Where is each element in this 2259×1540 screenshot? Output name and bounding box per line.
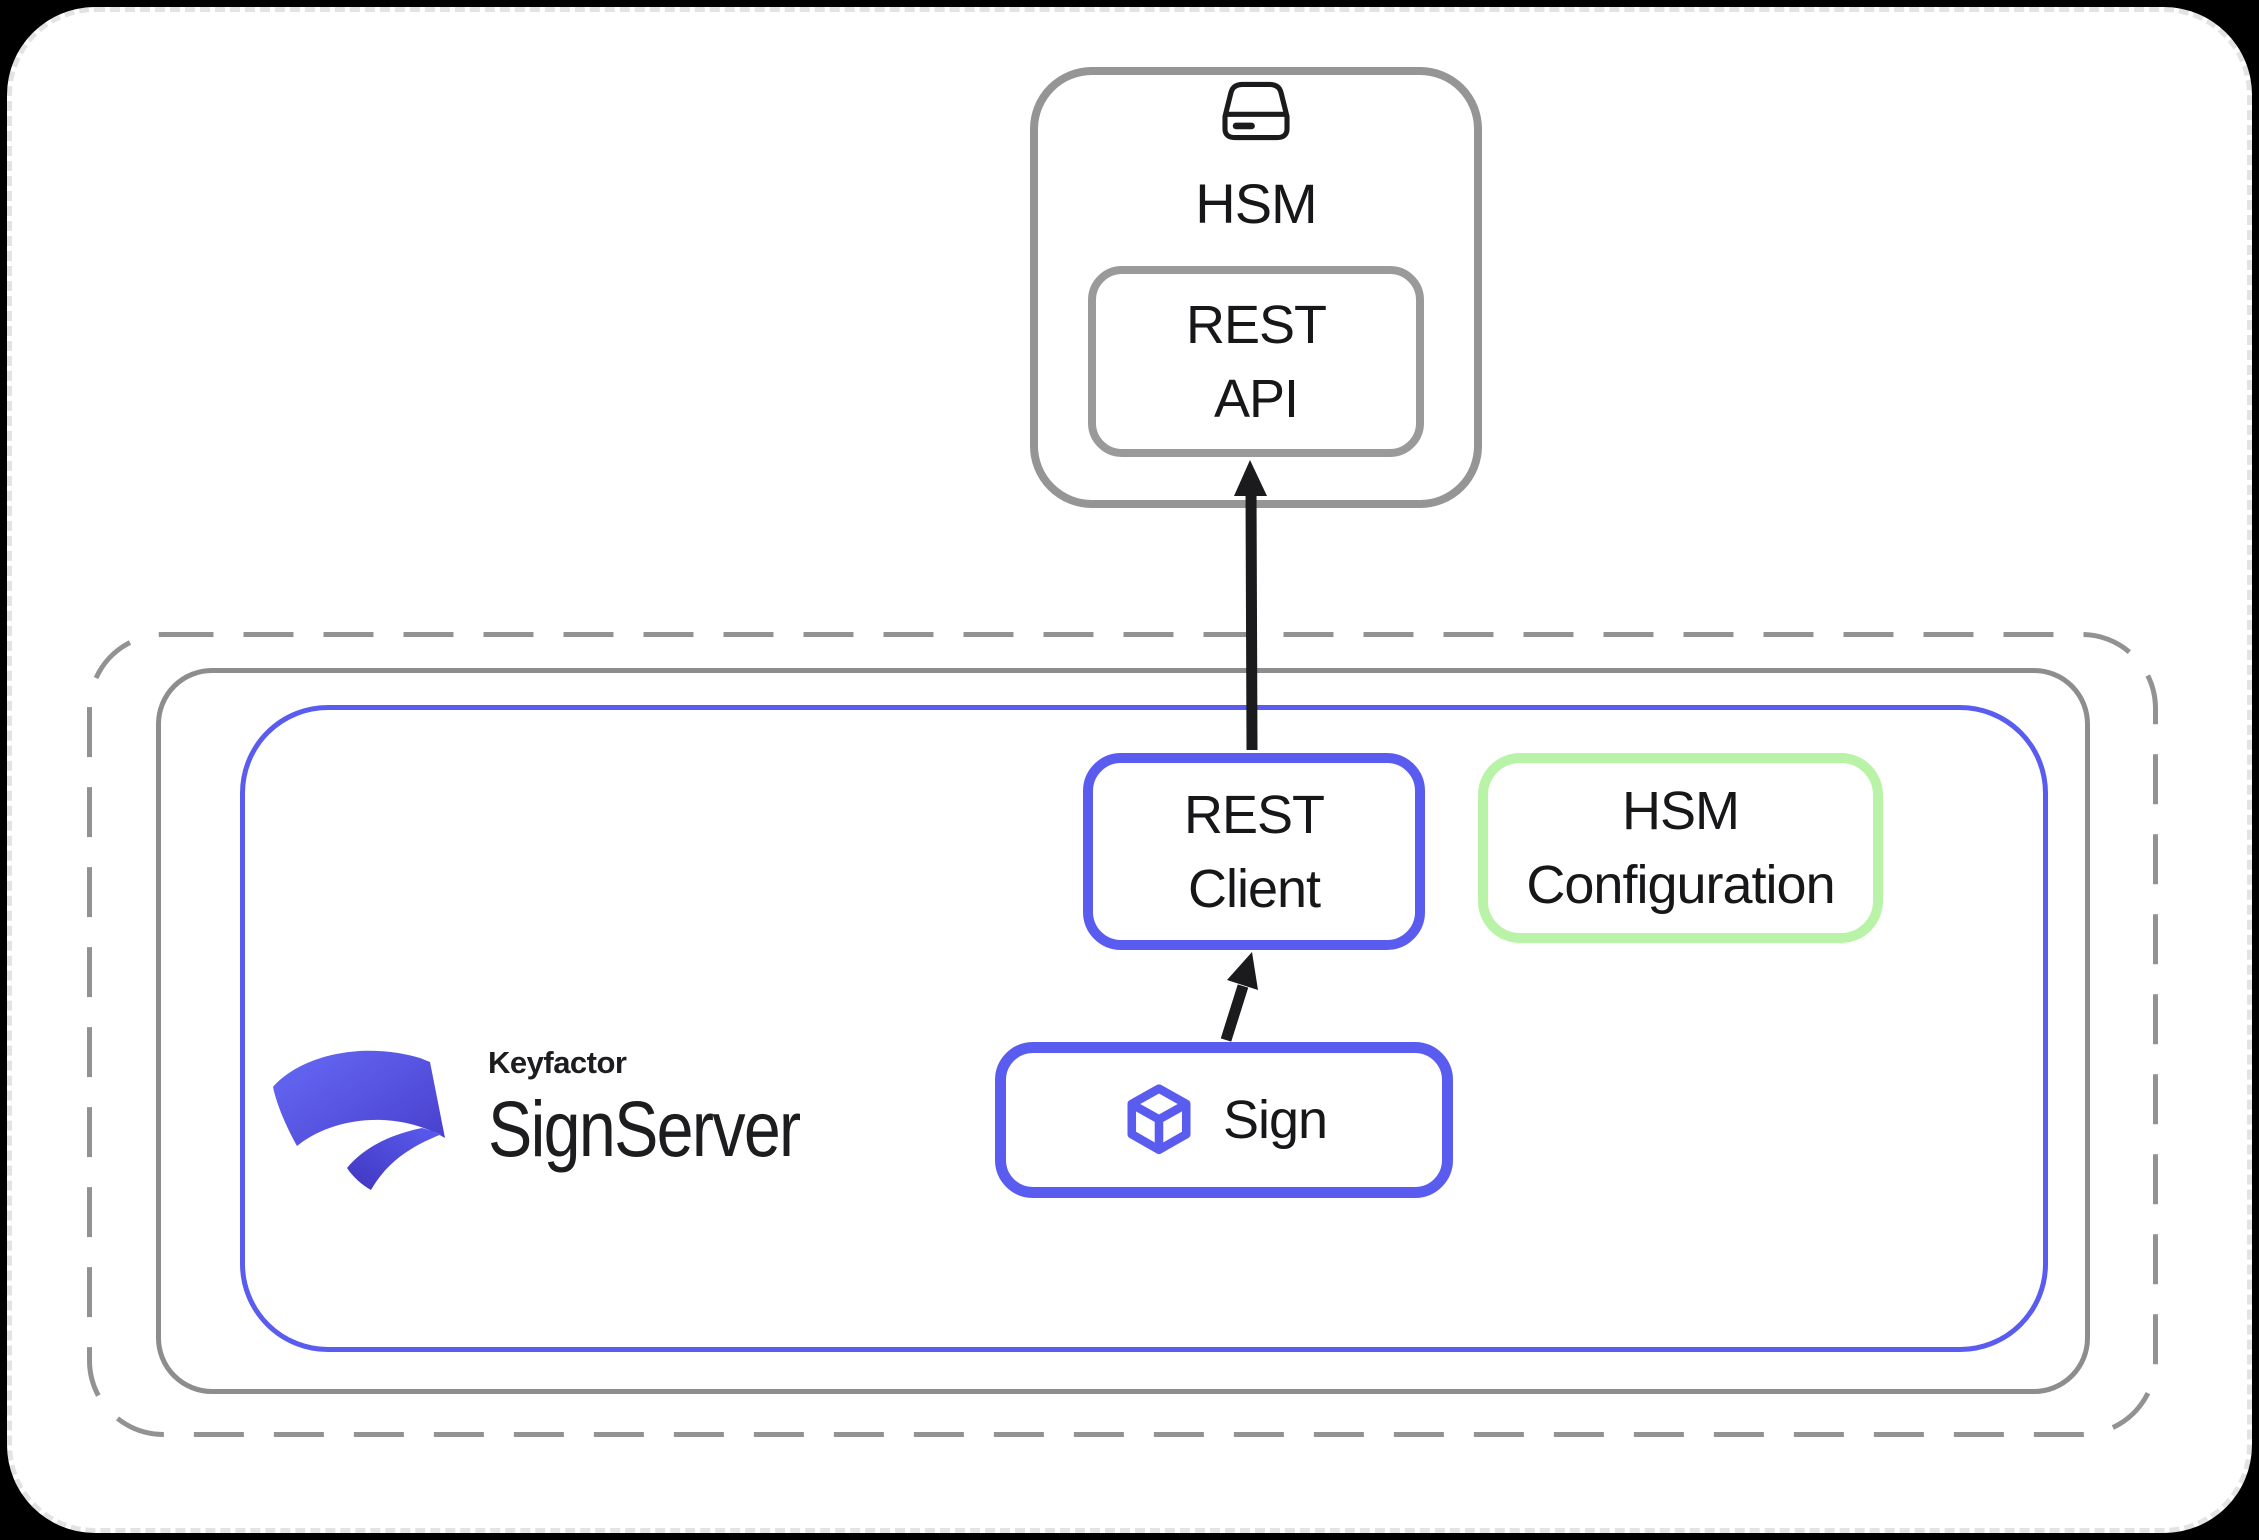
signserver-container-box bbox=[240, 705, 2048, 1352]
rest-api-label-line2: API bbox=[1213, 368, 1299, 429]
rest-api-node: REST API bbox=[1088, 266, 1424, 457]
brand-text: Keyfactor SignServer bbox=[488, 1046, 859, 1192]
hsm-label: HSM bbox=[1195, 172, 1317, 235]
storage-drive-icon bbox=[1217, 80, 1295, 142]
cube-icon bbox=[1127, 1084, 1191, 1155]
rest-client-label-line1: REST bbox=[1183, 784, 1325, 845]
brand-product: SignServer bbox=[488, 1084, 801, 1173]
brand-company: Keyfactor bbox=[488, 1045, 627, 1080]
sign-label: Sign bbox=[1222, 1090, 1328, 1150]
rest-client-label-line2: Client bbox=[1187, 858, 1321, 919]
hsm-configuration-node: HSM Configuration bbox=[1478, 753, 1883, 943]
keyfactor-ribbon-mark bbox=[273, 1050, 445, 1190]
rest-api-label-line1: REST bbox=[1185, 294, 1327, 355]
brand-lockup: Keyfactor SignServer bbox=[270, 1046, 859, 1192]
hsm-configuration-label-line1: HSM bbox=[1622, 781, 1740, 841]
sign-worker-node: Sign bbox=[995, 1042, 1453, 1198]
rest-client-node: REST Client bbox=[1083, 753, 1425, 950]
hsm-configuration-label-line2: Configuration bbox=[1526, 855, 1835, 915]
host-container-box bbox=[156, 668, 2090, 1394]
hsm-node: HSM REST API bbox=[1030, 67, 1482, 508]
